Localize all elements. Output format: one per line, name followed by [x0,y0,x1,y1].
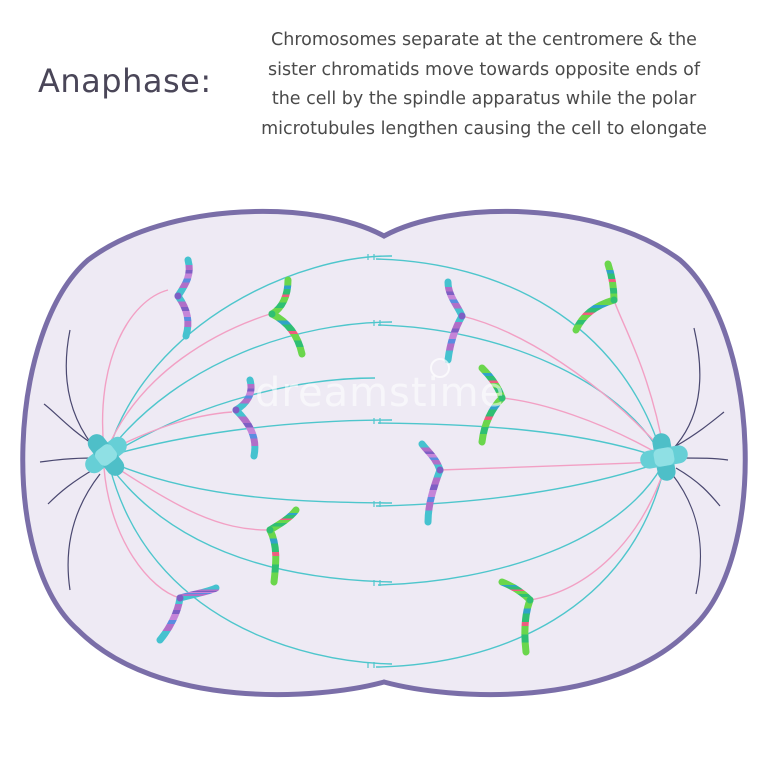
chromatid-purple-3 [232,376,259,460]
watermark-logo [430,358,450,378]
chromatid-purple-1 [174,256,193,340]
centrosome-right [640,433,688,481]
chromatid-green-5 [498,578,534,656]
chromatid-green-1 [268,276,306,358]
overlap-markers [367,254,381,668]
chromatid-purple-5 [156,584,220,644]
aster-right [671,327,729,595]
chromatid-green-3 [478,364,506,446]
description-line: Chromosomes separate at the centromere &… [271,30,697,50]
chromatid-purple-2 [444,278,466,364]
polar-microtubules [107,255,665,668]
chromatid-purple-4 [418,440,444,526]
cell-membrane [20,208,748,698]
description-line: microtubules lengthen causing the cell t… [261,118,707,139]
centrosome-left [85,434,127,476]
description-line: the cell by the spindle apparatus while … [271,89,697,109]
description: Chromosomes separate at the centromere &… [228,26,740,144]
diagram-title: Anaphase: [38,62,212,100]
description-line: sister chromatids move towards opposite … [267,59,701,80]
chromatid-green-2 [572,260,618,334]
chromatid-green-4 [266,506,300,586]
